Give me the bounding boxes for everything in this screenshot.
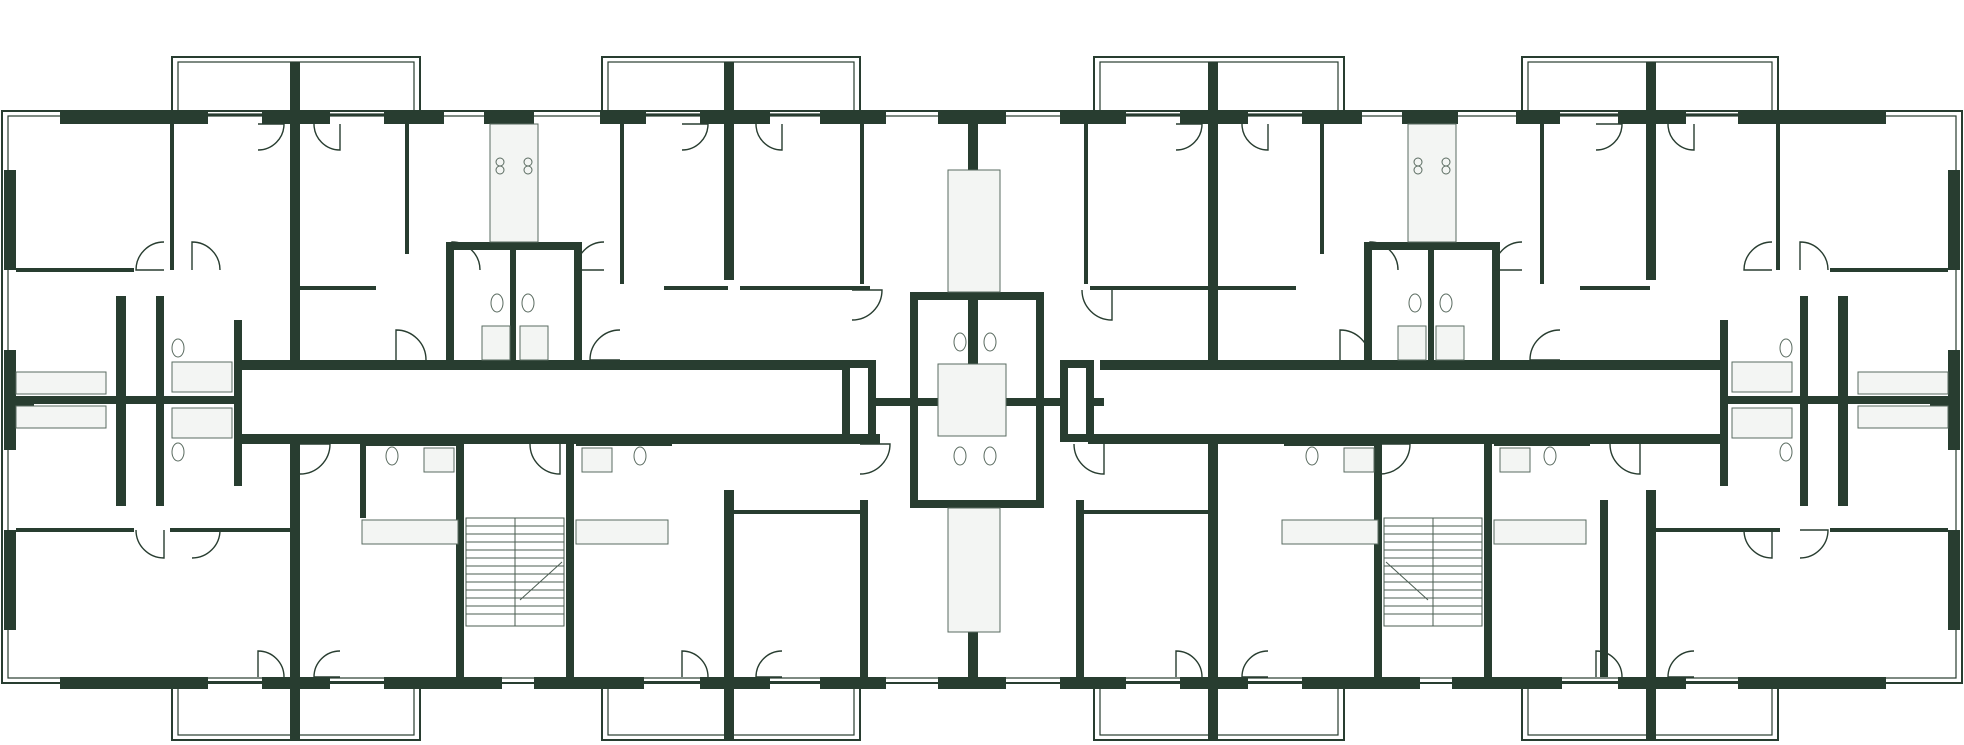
core-upper-1 (446, 123, 582, 368)
stair-right (1383, 517, 1483, 627)
door-swing (681, 123, 709, 151)
door-swing (1799, 529, 1829, 559)
door-swing (575, 241, 605, 271)
door-swing (135, 529, 165, 559)
door-swing (1667, 123, 1695, 151)
door-swing (1529, 329, 1561, 361)
balcony-bottom-3 (1093, 681, 1345, 741)
door-swing (851, 289, 883, 321)
door-swing (1241, 650, 1269, 678)
core-left (15, 296, 242, 506)
door-swing (1493, 241, 1523, 271)
stair-left (465, 517, 565, 627)
doors (135, 123, 1829, 678)
door-swing (1175, 650, 1203, 678)
door-swing (1743, 529, 1773, 559)
exterior-walls (4, 112, 1960, 689)
core-upper-2 (1364, 123, 1500, 368)
door-swing (191, 241, 221, 271)
door-swing (859, 443, 891, 475)
door-swing (1595, 123, 1623, 151)
door-swing (589, 329, 621, 361)
door-swing (1609, 443, 1641, 475)
balcony-top-3 (1093, 56, 1345, 116)
door-swing (191, 529, 221, 559)
door-swing (1241, 123, 1269, 151)
door-swing (257, 123, 285, 151)
door-swing (1081, 289, 1113, 321)
door-swing (755, 650, 783, 678)
door-swing (257, 650, 285, 678)
staircases (465, 517, 1483, 627)
door-swing (1073, 443, 1105, 475)
door-swing (1175, 123, 1203, 151)
door-swing (1799, 241, 1829, 271)
door-swing (1339, 329, 1371, 361)
door-swing (1743, 241, 1773, 271)
core-center (842, 169, 1094, 633)
core-lower-1 (360, 438, 672, 545)
door-swing (1369, 241, 1399, 271)
door-swing (681, 650, 709, 678)
door-swing (1667, 650, 1695, 678)
door-swing (1595, 650, 1623, 678)
door-swing (313, 123, 341, 151)
door-swing (755, 123, 783, 151)
core-lower-2 (1281, 438, 1590, 545)
core-right (1720, 296, 1949, 506)
door-swing (135, 241, 165, 271)
door-swing (395, 329, 427, 361)
door-swing (313, 650, 341, 678)
door-swing (529, 443, 561, 475)
wet-cores (15, 123, 1949, 633)
door-swing (299, 443, 331, 475)
door-swing (1379, 443, 1411, 475)
door-swing (451, 241, 481, 271)
